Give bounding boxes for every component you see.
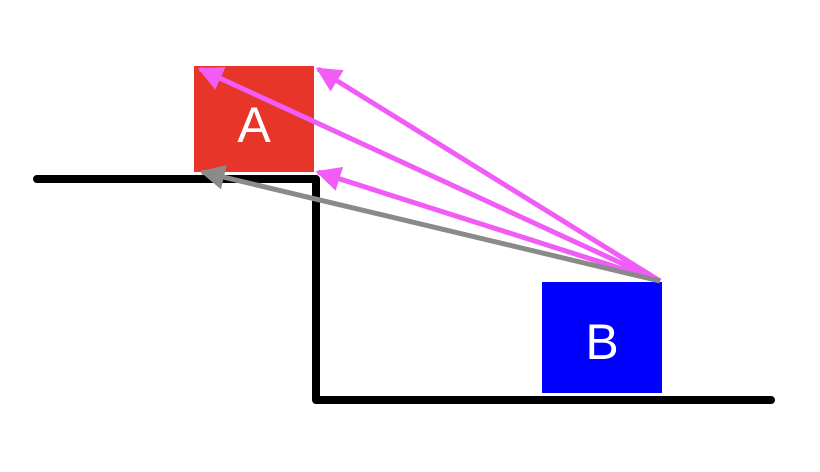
arrow-to-a-bottom-right: [315, 166, 661, 284]
arrow-to-a-bottom-left: [199, 165, 661, 284]
box-b-label: B: [585, 314, 618, 370]
ground-line: [33, 175, 775, 404]
box-b: B: [542, 282, 662, 393]
box-a-label: A: [237, 97, 271, 153]
box-a: A: [194, 66, 314, 172]
box-b-rect: [542, 282, 662, 393]
arrow-to-a-top-left: [197, 66, 662, 284]
arrow-to-a-top-right: [315, 66, 662, 284]
